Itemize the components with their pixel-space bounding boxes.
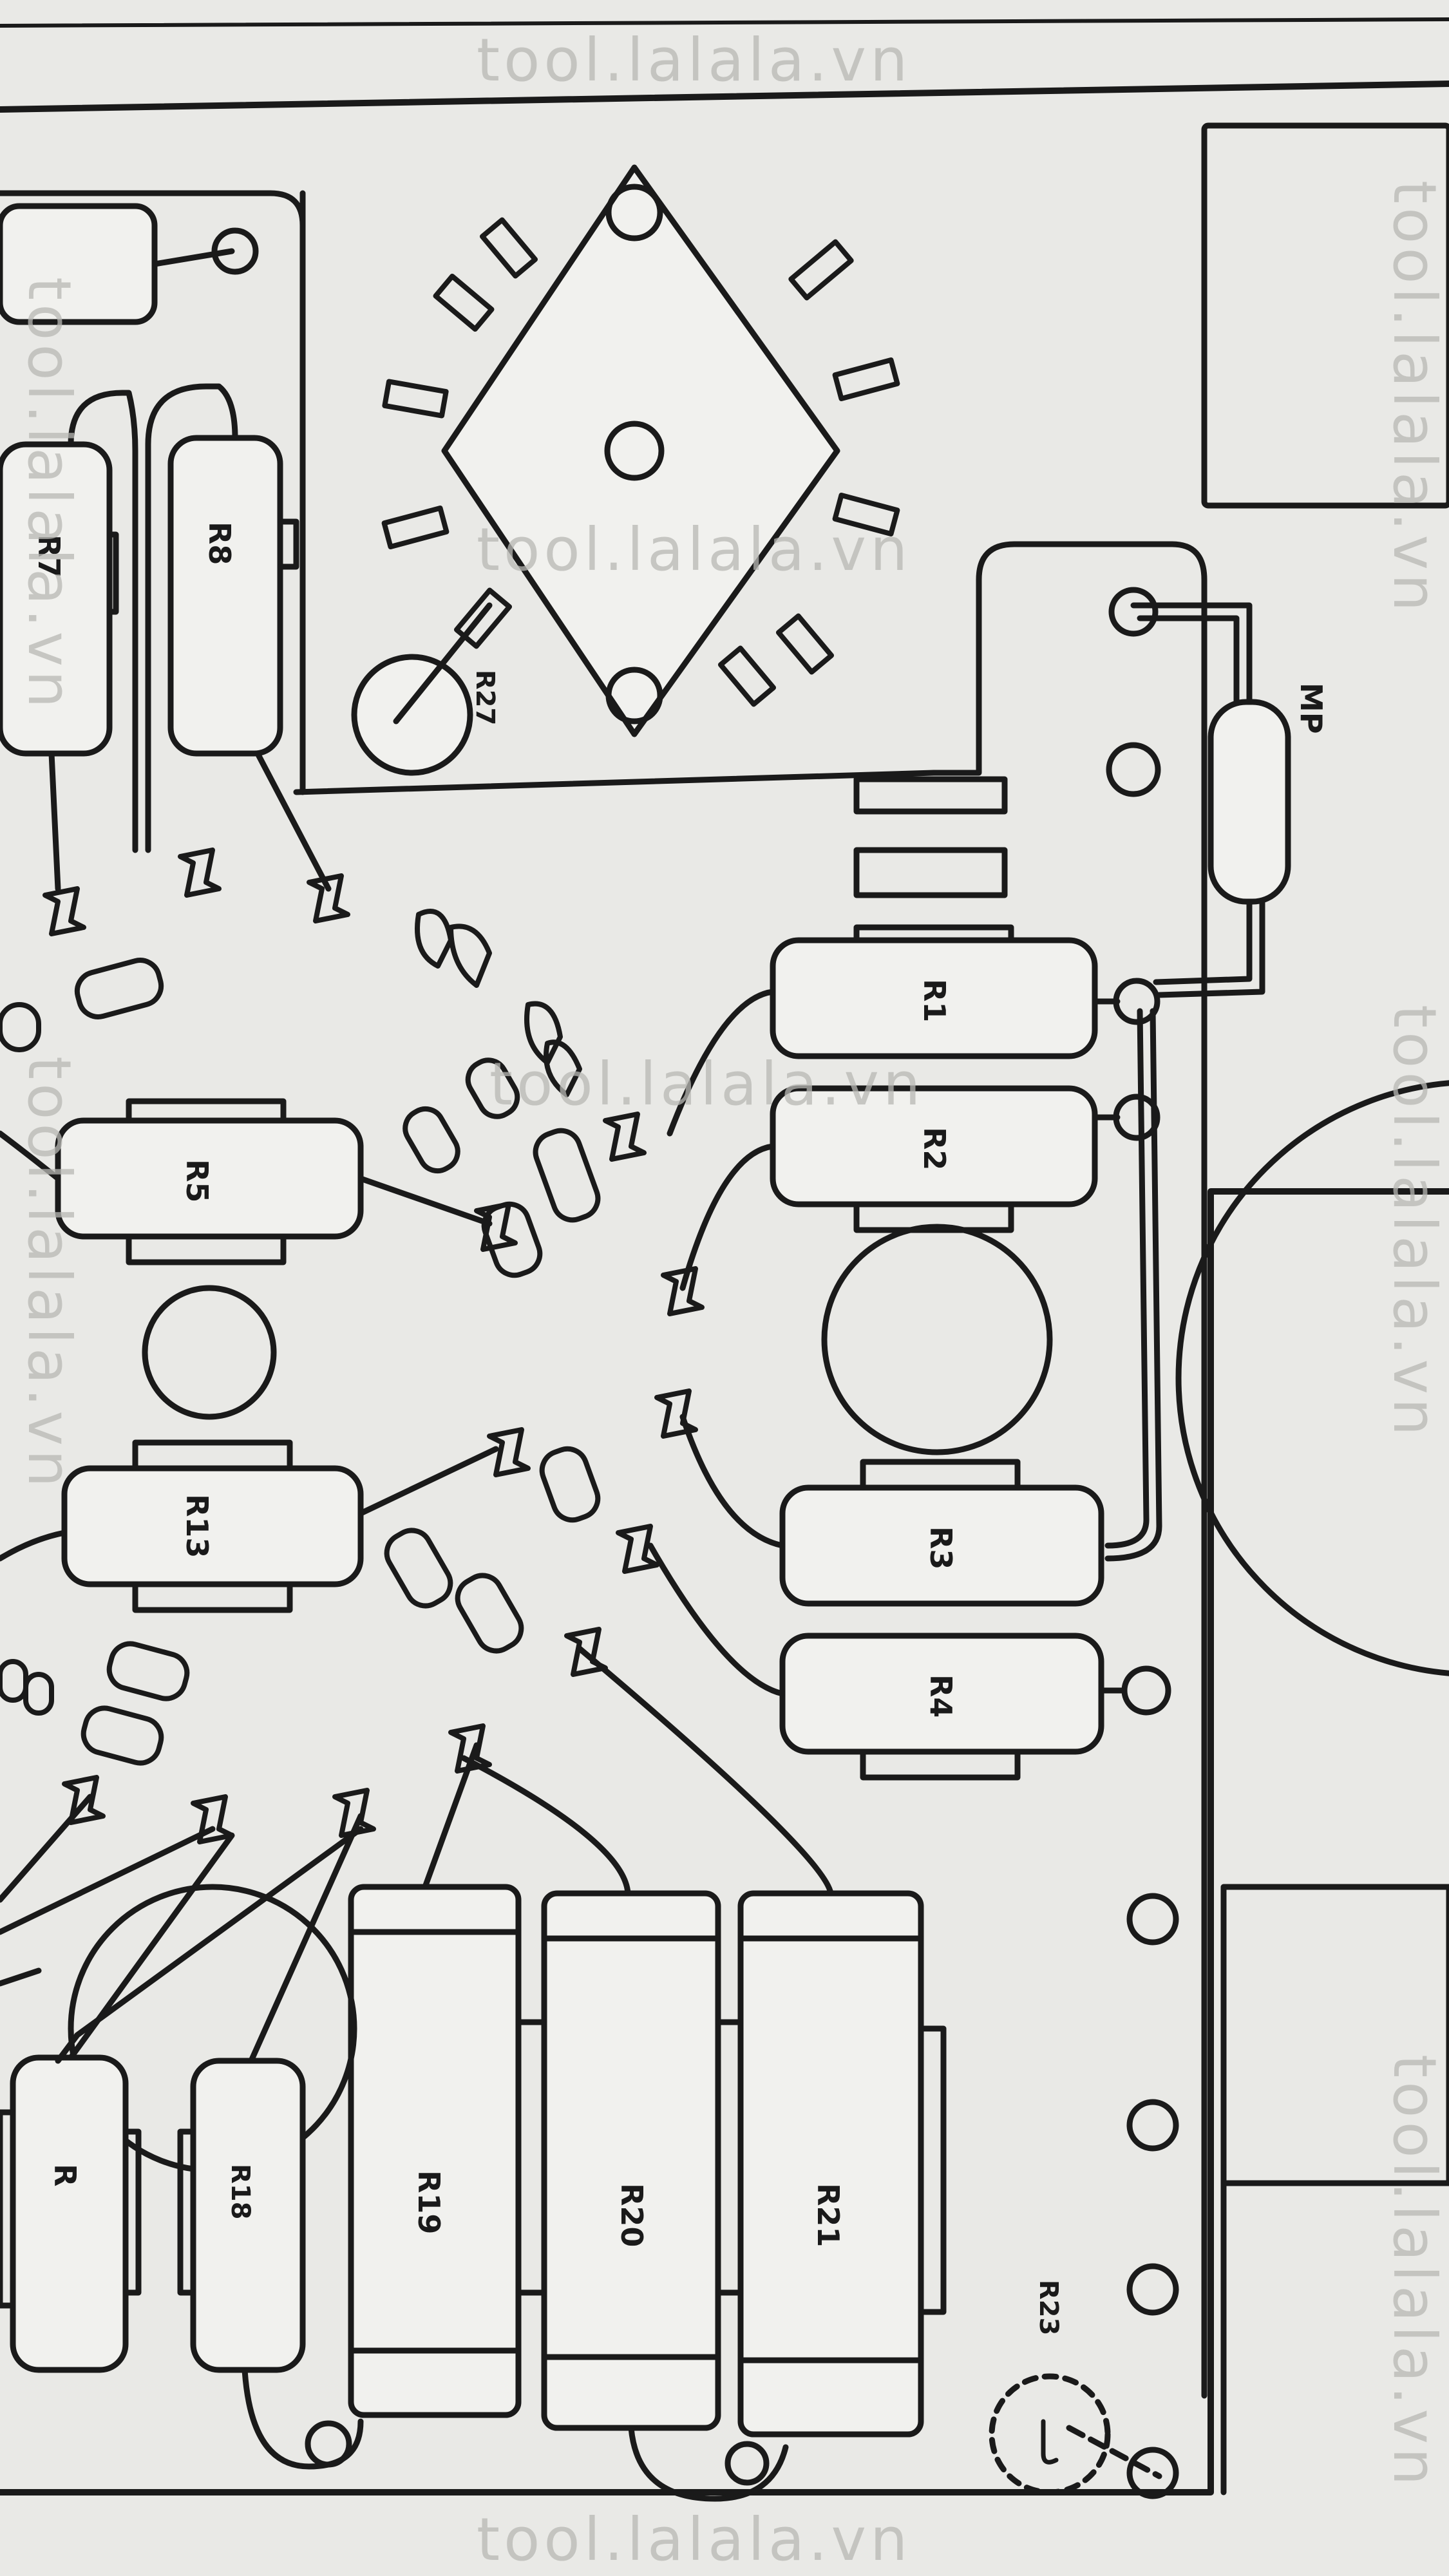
label-r21: R21 bbox=[811, 2183, 846, 2247]
label-r5: R5 bbox=[180, 1159, 214, 1202]
label-r19: R19 bbox=[412, 2170, 446, 2234]
resistor-r7 bbox=[0, 441, 113, 757]
label-r3: R3 bbox=[923, 1526, 958, 1569]
label-r4: R4 bbox=[923, 1674, 958, 1718]
watermark-right-3: tool.lalala.vn bbox=[1380, 2054, 1449, 2490]
bottom-right-block bbox=[1220, 1884, 1449, 2186]
watermark-left-1: tool.lalala.vn bbox=[15, 277, 84, 712]
watermark-mid-1: tool.lalala.vn bbox=[477, 515, 912, 584]
component-labels: R1 R2 R3 R4 R5 R7 R8 R13 R18 R19 R20 R21… bbox=[32, 522, 1329, 2335]
watermark-right-2: tool.lalala.vn bbox=[1380, 1005, 1449, 1440]
watermark-mid-2: tool.lalala.vn bbox=[489, 1050, 925, 1119]
watermark-bottom: tool.lalala.vn bbox=[477, 2505, 912, 2574]
label-r18: R18 bbox=[225, 2164, 255, 2219]
resistor-r8 bbox=[167, 435, 283, 757]
component-mp bbox=[1208, 699, 1291, 905]
label-r2: R2 bbox=[917, 1127, 952, 1170]
trimmer-r23 bbox=[989, 2373, 1111, 2496]
large-capacitor-circle bbox=[1175, 1080, 1449, 1676]
transistor-to3 bbox=[441, 164, 840, 737]
label-r23: R23 bbox=[1034, 2280, 1063, 2335]
resistor-r18 bbox=[190, 2058, 306, 2373]
heatsink-fins bbox=[381, 217, 900, 707]
top-right-block bbox=[1201, 122, 1449, 509]
resistor-r20 bbox=[541, 1890, 721, 2431]
label-r20: R20 bbox=[614, 2183, 649, 2247]
resistor-r1 bbox=[770, 937, 1098, 1059]
label-r: R bbox=[48, 2164, 82, 2186]
resistor-r bbox=[10, 2054, 129, 2373]
via-circle-left bbox=[142, 1285, 277, 1420]
pads bbox=[0, 848, 601, 1766]
resistor-r13 bbox=[61, 1465, 364, 1587]
label-mp: MP bbox=[1294, 683, 1329, 734]
resistor-r19 bbox=[348, 1884, 522, 2418]
board-top-edge bbox=[0, 17, 1449, 28]
label-r8: R8 bbox=[202, 522, 237, 565]
via-circle-center bbox=[821, 1224, 1053, 1455]
label-r7: R7 bbox=[32, 535, 66, 578]
watermark-top: tool.lalala.vn bbox=[477, 26, 912, 95]
board-outline bbox=[0, 80, 1449, 2496]
watermark-right-1: tool.lalala.vn bbox=[1380, 180, 1449, 616]
watermark-left-2: tool.lalala.vn bbox=[15, 1056, 84, 1492]
trimmer-r27 bbox=[351, 654, 473, 776]
label-r13: R13 bbox=[180, 1494, 214, 1558]
trace-mp bbox=[1130, 602, 1265, 998]
lead-pads-bottom bbox=[62, 1112, 705, 1844]
label-r27: R27 bbox=[470, 670, 500, 725]
label-r1: R1 bbox=[917, 979, 952, 1022]
mp-region-outline bbox=[931, 541, 1208, 2399]
resistor-r21 bbox=[737, 1890, 924, 2438]
